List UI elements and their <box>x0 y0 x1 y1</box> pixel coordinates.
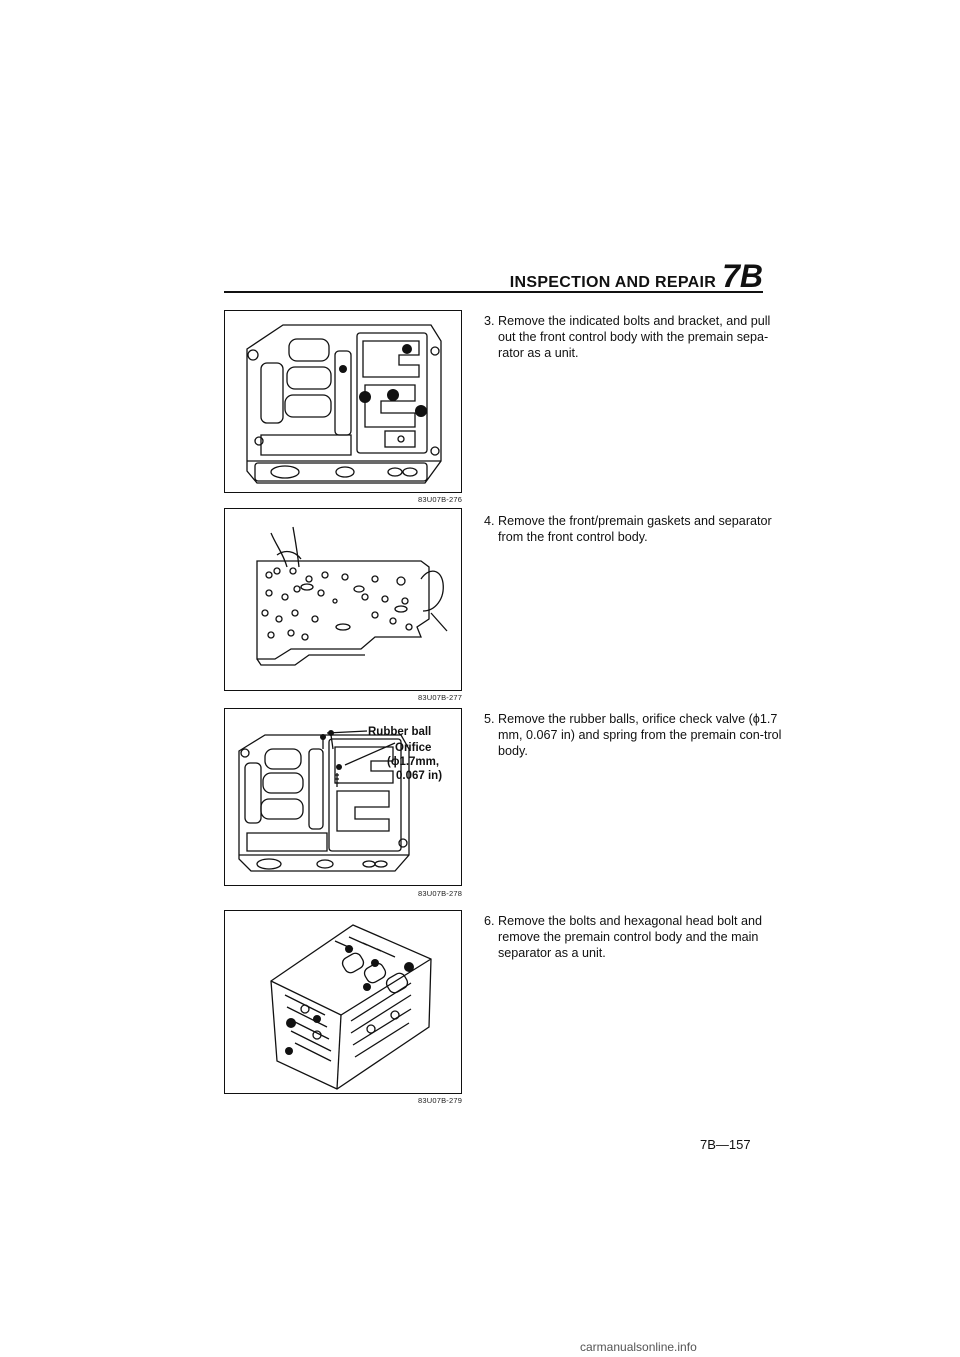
step-number: 4. <box>484 514 495 528</box>
callout-orifice-size-mm: (ϕ1.7mm, <box>387 756 439 768</box>
step-text: Remove the front/premain gaskets and sep… <box>498 514 772 544</box>
figure-valve-body-bolts <box>224 310 462 493</box>
step-number: 3. <box>484 314 495 328</box>
step-text: Remove the indicated bolts and bracket, … <box>498 314 771 360</box>
main-body-illustration <box>270 924 432 1090</box>
figure-code: 83U07B-278 <box>418 889 463 898</box>
section-title: INSPECTION AND REPAIR <box>509 274 717 291</box>
callout-rubber-ball: Rubber ball <box>368 726 431 738</box>
step-4: 4.Remove the front/premain gaskets and s… <box>484 513 783 545</box>
page-number: 7B—157 <box>700 1137 751 1152</box>
step-text: Remove the rubber balls, orifice check v… <box>498 712 782 758</box>
figure-separator-plate <box>224 508 462 691</box>
step-6: 6.Remove the bolts and hexagonal head bo… <box>484 913 783 961</box>
chapter-number: 7B <box>722 258 763 294</box>
figure-code: 83U07B-277 <box>418 693 463 702</box>
step-3: 3.Remove the indicated bolts and bracket… <box>484 313 783 361</box>
header-rule <box>224 291 763 293</box>
page-header: INSPECTION AND REPAIR 7B <box>480 258 763 294</box>
step-number: 6. <box>484 914 495 928</box>
figure-code: 83U07B-279 <box>418 1096 463 1105</box>
valve-body-illustration <box>246 324 442 484</box>
callout-orifice-size-in: 0.067 in) <box>396 770 442 782</box>
premain-body-illustration: Rubber ball Orifice (ϕ1.7mm, 0.067 in) <box>238 726 442 872</box>
callout-orifice: Orifice <box>395 742 431 754</box>
separator-illustration <box>256 526 448 666</box>
figure-code: 83U07B-276 <box>418 495 463 504</box>
step-number: 5. <box>484 712 495 726</box>
step-text: Remove the bolts and hexagonal head bolt… <box>498 914 762 960</box>
footer-watermark[interactable]: carmanualsonline.info <box>580 1340 697 1354</box>
figure-premain-body-removal <box>224 910 462 1094</box>
figure-rubber-ball-orifice: Rubber ball Orifice (ϕ1.7mm, 0.067 in) <box>224 708 462 886</box>
step-5: 5.Remove the rubber balls, orifice check… <box>484 711 783 759</box>
